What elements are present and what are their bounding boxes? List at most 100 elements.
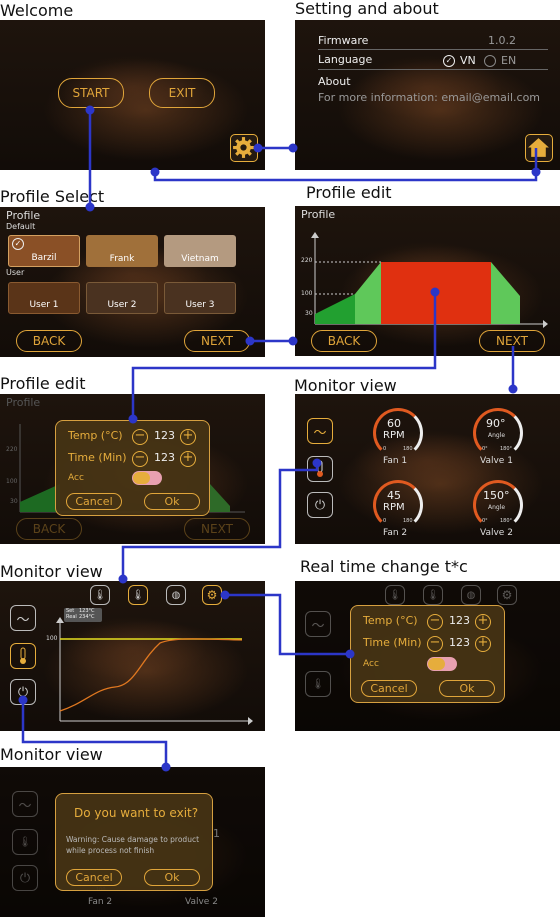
y-tick: 100 (301, 290, 313, 297)
temp-plus-button[interactable]: + (180, 429, 196, 445)
profile-card-default-2[interactable]: Frank (86, 235, 158, 267)
time-minus-button[interactable]: − (427, 636, 443, 652)
tab-thermo-real[interactable]: 🌡 (423, 585, 443, 605)
screen-welcome: START EXIT (0, 20, 265, 170)
tab-thermo-set[interactable]: 🌡 (385, 585, 405, 605)
bg-fan2-label: Fan 2 (88, 897, 113, 907)
back-button[interactable]: BACK (311, 330, 377, 352)
fan2-value: 45 (387, 489, 401, 502)
power-tab[interactable]: ⏻ (12, 865, 38, 891)
temp-graph (56, 617, 253, 725)
next-button[interactable]: NEXT (479, 330, 545, 352)
profile-heading: Profile (6, 209, 41, 222)
pulse-icon: 〜 (18, 798, 32, 814)
profile-card-default-1[interactable]: ✓ Barzil (8, 235, 80, 267)
valve2-max: 180° (500, 518, 513, 524)
cancel-button[interactable]: Cancel (361, 680, 417, 697)
valve1-max: 180° (500, 446, 513, 452)
screen-realtime: 🌡 🌡 ◍ ⚙ 〜 🌡 Temp (°C) − 123 + Time (Min)… (295, 581, 560, 731)
tab-settings[interactable]: ⚙ (497, 585, 517, 605)
cancel-button[interactable]: Cancel (66, 493, 122, 510)
language-label: Language (318, 53, 373, 66)
tab-bean[interactable]: ◍ (166, 585, 186, 605)
real-value: 234°C (79, 614, 95, 620)
thermometer-tab[interactable]: 🌡 (305, 671, 331, 697)
temp-value[interactable]: 123 (154, 429, 175, 442)
profile-card-label: User 1 (29, 300, 59, 310)
profile-card-user-3[interactable]: User 3 (164, 282, 236, 314)
time-value[interactable]: 123 (154, 451, 175, 464)
chart-tab[interactable]: 〜 (10, 605, 36, 631)
acc-label: Acc (363, 659, 379, 669)
temp-value[interactable]: 123 (449, 614, 470, 627)
lang-en-label: EN (501, 54, 517, 67)
y-tick: 220 (6, 446, 18, 453)
profile-card-user-2[interactable]: User 2 (86, 282, 158, 314)
title-monitor-1: Monitor view (294, 376, 397, 395)
valve2-label: Valve 2 (480, 528, 513, 538)
power-icon: ⏻ (17, 684, 29, 700)
thermometer-tab[interactable]: 🌡 (12, 829, 38, 855)
title-setting: Setting and about (295, 0, 439, 18)
next-button[interactable]: NEXT (184, 330, 250, 352)
valve2-unit: Angle (488, 504, 506, 511)
check-icon: ✓ (12, 238, 24, 250)
chart-tab[interactable]: 〜 (305, 611, 331, 637)
thermometer-tab[interactable] (10, 643, 36, 669)
acc-toggle[interactable] (427, 657, 457, 671)
time-plus-button[interactable]: + (180, 451, 196, 467)
profile-card-default-3[interactable]: Vietnam (164, 235, 236, 267)
radio-en[interactable] (484, 55, 496, 67)
title-realtime: Real time change t*c (300, 557, 468, 576)
ok-button[interactable]: Ok (144, 493, 200, 510)
ok-button[interactable]: Ok (144, 869, 200, 886)
back-button[interactable]: BACK (16, 518, 82, 540)
next-button[interactable]: NEXT (184, 518, 250, 540)
edit-dialog: Temp (°C) − 123 + Time (Min) − 123 + Acc… (55, 420, 210, 516)
acc-toggle[interactable] (132, 471, 162, 485)
screen-monitor-gauges: 〜 ⏻ 60 RPM 0 180 Fan 1 90° Angle 0° 180°… (295, 394, 560, 544)
about-text: For more information: email@email.com (318, 91, 541, 104)
back-button[interactable]: BACK (16, 330, 82, 352)
exit-warning: Warning: Cause damage to product while p… (66, 835, 200, 855)
valve1-unit: Angle (488, 432, 506, 439)
chart-tab[interactable]: 〜 (307, 418, 333, 444)
exit-button[interactable]: EXIT (149, 78, 215, 108)
title-monitor-2: Monitor view (0, 562, 103, 581)
title-monitor-3: Monitor view (0, 745, 103, 764)
profile-card-label: Vietnam (181, 254, 219, 264)
pulse-icon: 〜 (313, 425, 327, 441)
pulse-icon: 〜 (16, 612, 30, 628)
screen-profile-select: Profile Default ✓ Barzil Frank Vietnam U… (0, 207, 265, 357)
time-plus-button[interactable]: + (475, 636, 491, 652)
y-tick: 30 (305, 310, 313, 317)
screen-monitor-graph: 🌡 🌡 ◍ ⚙ Set 123°C Real 234°C 〜 ⏻ 100 (0, 581, 265, 731)
temp-plus-button[interactable]: + (475, 614, 491, 630)
home-button[interactable] (525, 134, 553, 162)
tab-bean[interactable]: ◍ (461, 585, 481, 605)
cancel-button[interactable]: Cancel (66, 869, 122, 886)
thermometer-tab[interactable] (307, 456, 333, 482)
time-value[interactable]: 123 (449, 636, 470, 649)
screen-setting: Firmware 1.0.2 Language ✓ VN EN About Fo… (295, 20, 560, 170)
radio-vn-checked[interactable]: ✓ (443, 55, 455, 67)
settings-button[interactable] (230, 134, 258, 162)
profile-heading: Profile (6, 396, 41, 409)
thermometer-icon: 🌡 (93, 589, 107, 601)
profile-card-label: Frank (109, 254, 135, 264)
profile-card-user-1[interactable]: User 1 (8, 282, 80, 314)
time-minus-button[interactable]: − (132, 451, 148, 467)
temp-minus-button[interactable]: − (427, 614, 443, 630)
thermometer-icon: 🌡 (18, 836, 32, 848)
tab-thermo-real[interactable]: 🌡 (128, 585, 148, 605)
chart-tab[interactable]: 〜 (12, 791, 38, 817)
fan2-label: Fan 2 (383, 528, 408, 538)
power-tab[interactable]: ⏻ (307, 492, 333, 518)
start-button[interactable]: START (58, 78, 124, 108)
realtime-dialog: Temp (°C) − 123 + Time (Min) − 123 + Acc… (350, 605, 505, 703)
ok-button[interactable]: Ok (439, 680, 495, 697)
exit-dialog: Do you want to exit? Warning: Cause dama… (55, 793, 213, 891)
profile-card-label: User 2 (107, 300, 137, 310)
tab-thermo-set[interactable]: 🌡 (90, 585, 110, 605)
temp-minus-button[interactable]: − (132, 429, 148, 445)
